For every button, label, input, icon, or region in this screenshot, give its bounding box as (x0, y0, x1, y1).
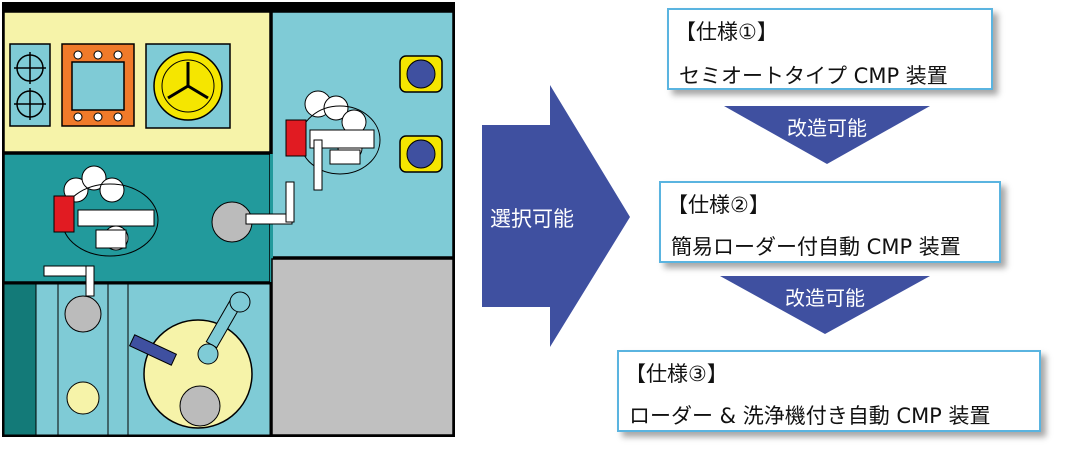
spec-box-1: 【仕様①】 セミオートタイプ CMP 装置 (667, 8, 993, 90)
modify-arrow-1 (724, 106, 930, 164)
buffer-pad (66, 381, 100, 415)
slurry-arm (128, 334, 178, 366)
modify-label-1: 改造可能 (787, 116, 867, 140)
transfer-robot-middle (53, 165, 159, 257)
spec-2-description: 簡易ローダー付自動 CMP 装置 (671, 235, 961, 259)
pickup-head-bottom (64, 295, 102, 333)
spec-2-title: 【仕様②】 (667, 193, 770, 217)
bottom-dark-column (3, 283, 37, 436)
modify-arrow-2 (720, 276, 930, 334)
polish-platen (143, 319, 253, 429)
transfer-robot-upper (285, 90, 381, 191)
spec-3-description: ローダー & 洗浄機付き自動 CMP 装置 (629, 404, 991, 428)
spec-1-description: セミオートタイプ CMP 装置 (679, 64, 948, 88)
spec-1-title: 【仕様①】 (675, 20, 778, 44)
spec-box-2: 【仕様②】 簡易ローダー付自動 CMP 装置 (659, 181, 1001, 263)
modify-label-2: 改造可能 (785, 286, 865, 310)
empty-zone (271, 258, 454, 436)
spec-box-3: 【仕様③】 ローダー & 洗浄機付き自動 CMP 装置 (617, 350, 1041, 432)
selectable-label: 選択可能 (490, 207, 574, 231)
cmp-machine-layout (2, 2, 455, 437)
selectable-arrow (482, 85, 630, 347)
polish-head (179, 385, 221, 427)
spec-3-title: 【仕様③】 (625, 362, 728, 386)
